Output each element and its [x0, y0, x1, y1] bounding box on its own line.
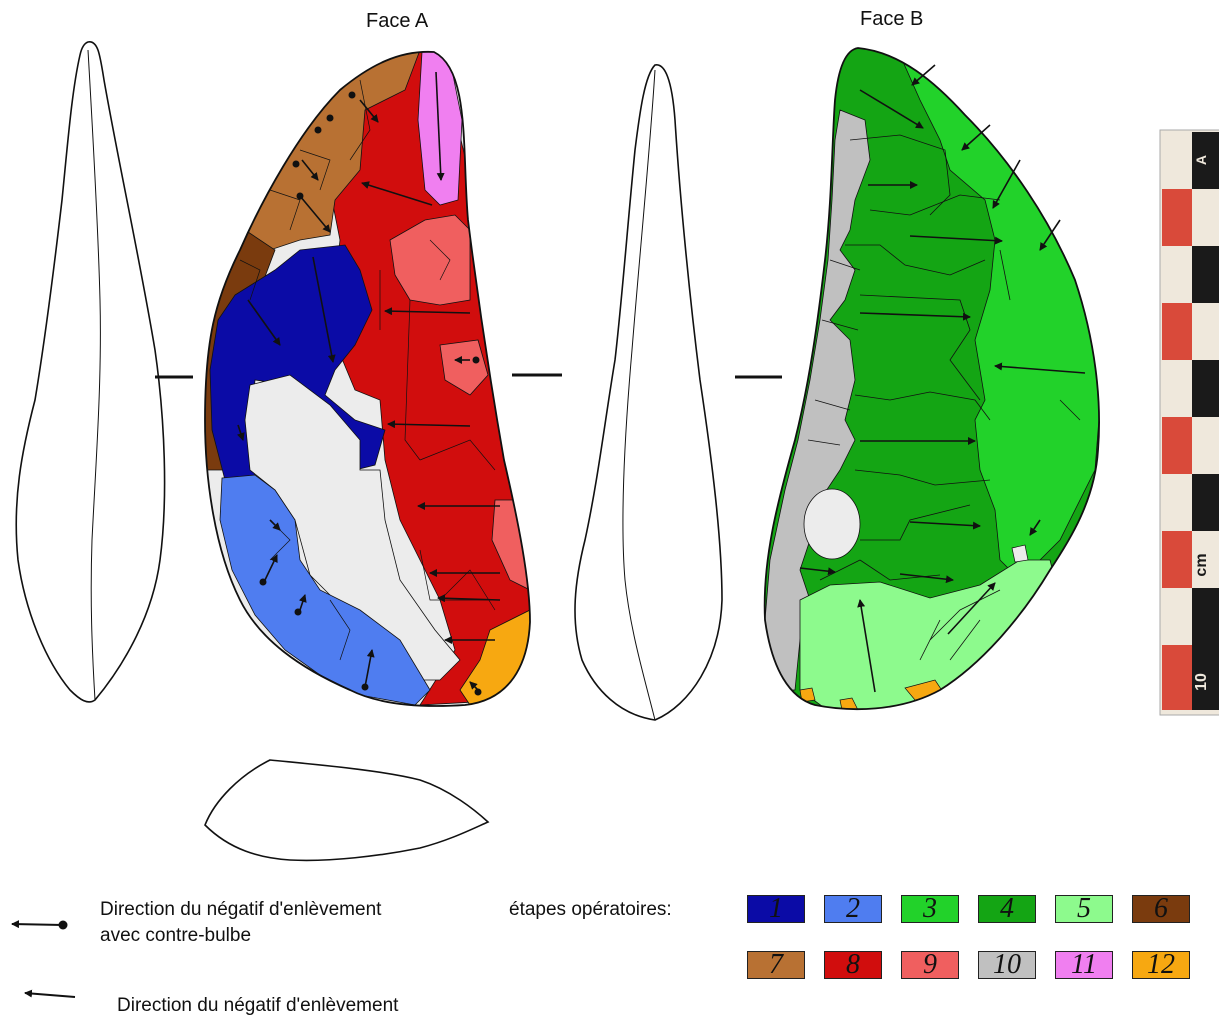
legend-swatch-stage-10: 10 [978, 949, 1036, 980]
scale-label-a: A [1193, 155, 1209, 165]
swatch-number: 4 [1000, 893, 1014, 924]
legend-swatch-stage-9: 9 [901, 949, 959, 980]
legend-arrow-with-bulb [11, 920, 68, 930]
face-b-title: Face B [860, 8, 924, 30]
legend-swatch-stage-1: 1 [747, 893, 805, 924]
legend-swatch-stage-12: 12 [1132, 949, 1190, 980]
legend-swatch-stage-6: 6 [1132, 893, 1190, 924]
face-b-arrows [799, 64, 1086, 693]
scale-bar: A cm 10 [1159, 129, 1219, 716]
legend-swatch-stage-8: 8 [824, 949, 882, 980]
legend-swatch-stage-4: 4 [978, 893, 1036, 924]
face-a [205, 51, 530, 707]
face-a-arrows [236, 71, 501, 691]
legend-swatch-stage-11: 11 [1055, 949, 1113, 980]
legend-swatch-stage-5: 5 [1055, 893, 1113, 924]
scale-label-10: 10 [1193, 673, 1210, 691]
legend-arrow-plain-label: Direction du négatif d'enlèvement [117, 995, 399, 1016]
legend-arrow-with-bulb-line1: Direction du négatif d'enlèvement [100, 899, 382, 920]
profile-view-right [574, 64, 723, 721]
swatch-number: 7 [769, 949, 783, 980]
face-b [764, 48, 1100, 710]
scale-label-cm: cm [1193, 553, 1210, 576]
swatch-number: 3 [923, 893, 937, 924]
legend-arrow-with-bulb-line2: avec contre-bulbe [100, 925, 252, 946]
legend-swatch-stage-7: 7 [747, 949, 805, 980]
swatch-number: 8 [846, 949, 860, 980]
swatch-number: 12 [1147, 949, 1175, 980]
swatch-number: 5 [1077, 893, 1091, 924]
legend-swatch-stage-2: 2 [824, 893, 882, 924]
legend-arrow-with-bulb-label: Direction du négatif d'enlèvement avec c… [100, 897, 381, 949]
swatch-number: 6 [1154, 893, 1168, 924]
swatch-number: 11 [1071, 949, 1097, 980]
profile-view-left [15, 41, 166, 703]
cross-section [204, 759, 490, 862]
swatch-number: 9 [923, 949, 937, 980]
face-a-bulb-dots [259, 91, 482, 696]
face-a-title: Face A [366, 10, 429, 32]
swatch-number: 1 [769, 893, 783, 924]
swatch-number: 2 [846, 893, 860, 924]
legend-arrow-plain [24, 989, 76, 998]
legend-stages-label: étapes opératoires: [509, 899, 672, 920]
legend-swatch-stage-3: 3 [901, 893, 959, 924]
swatch-number: 10 [993, 949, 1021, 980]
